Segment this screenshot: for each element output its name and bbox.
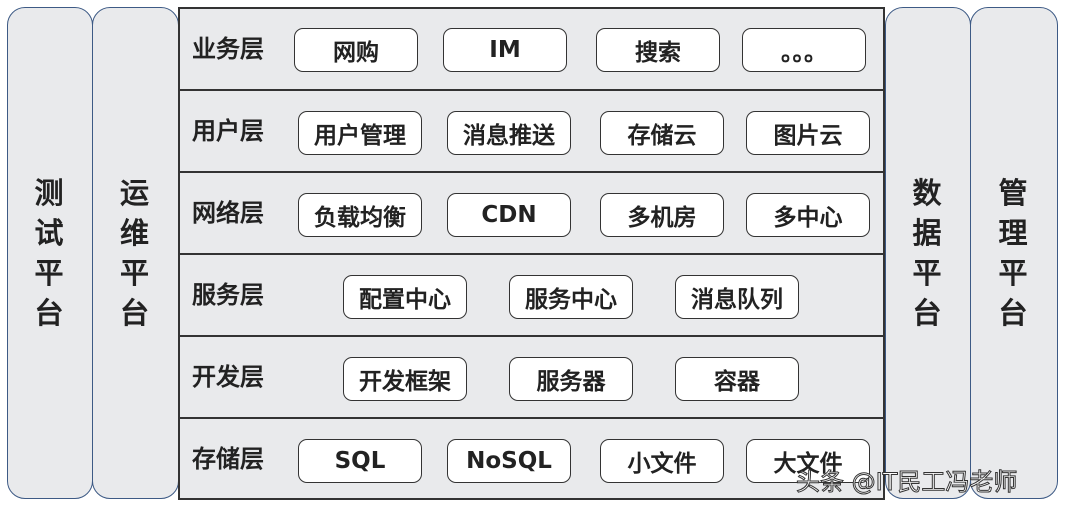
component-box: 大文件 bbox=[746, 439, 870, 483]
layer-row: 开发层 开发框架服务器容器 bbox=[180, 337, 883, 419]
component-box: 配置中心 bbox=[343, 275, 467, 319]
component-box: 搜索 bbox=[596, 28, 720, 72]
component-box: 开发框架 bbox=[343, 357, 467, 401]
component-box: CDN bbox=[447, 193, 571, 237]
layer-label: 开发层 bbox=[192, 363, 264, 391]
layer-stack: 业务层 网购 IM 搜索。。。用户层 用户管理消息推送存储云图片云网络层 负载均衡 CDN 多… bbox=[178, 7, 885, 500]
platform-label: 运维平台 bbox=[119, 176, 151, 330]
component-box: 消息推送 bbox=[447, 111, 571, 155]
platform-ops: 运维平台 bbox=[92, 7, 179, 499]
layer-row: 服务层 配置中心服务中心消息队列 bbox=[180, 255, 883, 337]
component-box: 存储云 bbox=[600, 111, 724, 155]
layer-label: 用户层 bbox=[192, 117, 264, 145]
platform-label: 数据平台 bbox=[912, 176, 944, 330]
component-box: 负载均衡 bbox=[298, 193, 422, 237]
component-box: 多机房 bbox=[600, 193, 724, 237]
platform-label: 管理平台 bbox=[998, 176, 1030, 330]
layer-row: 用户层 用户管理消息推送存储云图片云 bbox=[180, 91, 883, 173]
component-box: 多中心 bbox=[746, 193, 870, 237]
component-box: SQL bbox=[298, 439, 422, 483]
layer-label: 存储层 bbox=[192, 445, 264, 473]
component-box: IM bbox=[443, 28, 567, 72]
component-box: 用户管理 bbox=[298, 111, 422, 155]
layer-row: 存储层 SQL NoSQL 小文件大文件 bbox=[180, 419, 883, 499]
component-box: NoSQL bbox=[447, 439, 571, 483]
platform-data: 数据平台 bbox=[885, 7, 971, 499]
layer-label: 网络层 bbox=[192, 199, 264, 227]
component-box: 服务器 bbox=[509, 357, 633, 401]
layer-label: 服务层 bbox=[192, 281, 264, 309]
watermark: 头条 @IT民工冯老师 bbox=[795, 468, 1018, 497]
platform-test: 测试平台 bbox=[7, 7, 93, 499]
component-box: 容器 bbox=[675, 357, 799, 401]
component-box: 服务中心 bbox=[509, 275, 633, 319]
component-box: 。。。 bbox=[742, 28, 866, 72]
component-box: 图片云 bbox=[746, 111, 870, 155]
layer-row: 业务层 网购 IM 搜索。。。 bbox=[180, 9, 883, 91]
component-box: 网购 bbox=[294, 28, 418, 72]
platform-label: 测试平台 bbox=[34, 176, 66, 330]
layer-label: 业务层 bbox=[192, 35, 264, 63]
component-box: 小文件 bbox=[600, 439, 724, 483]
layer-row: 网络层 负载均衡 CDN 多机房多中心 bbox=[180, 173, 883, 255]
platform-management: 管理平台 bbox=[970, 7, 1058, 499]
component-box: 消息队列 bbox=[675, 275, 799, 319]
